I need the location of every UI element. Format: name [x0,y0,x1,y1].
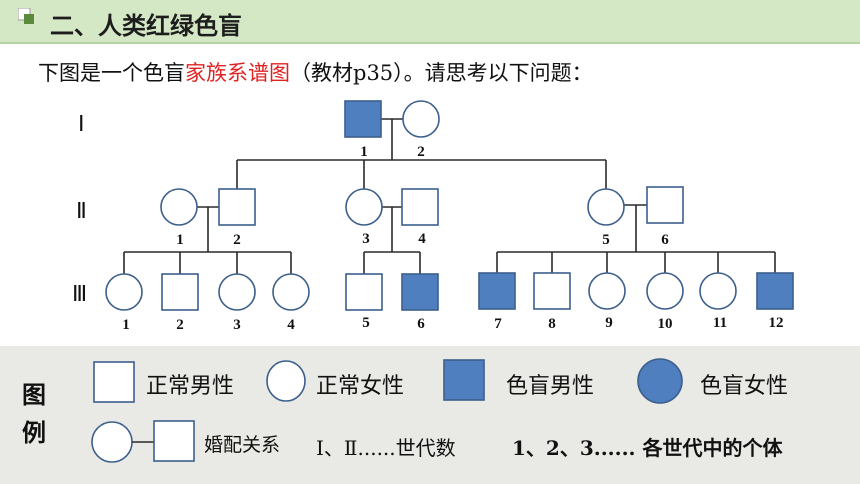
gen3-individual-6-male-affected [401,273,439,311]
section-header: 二、人类红绿色盲 [0,0,860,44]
pedigree-nodes [105,100,794,311]
gen2-number-3: 3 [362,231,370,247]
gen2-number-4: 4 [418,231,426,247]
legend-marriage: 婚配关系 [204,434,281,456]
gen3-individual-11-female [699,272,737,310]
gen3-individual-7-male-affected [478,272,516,310]
gen1-number-1: 1 [360,144,368,160]
pedigree-lines [123,118,776,274]
legend-generations-note: Ⅰ、Ⅱ......世代数 [316,436,456,460]
gen3-number-5: 5 [362,315,370,331]
legend-normal-male: 正常男性 [146,374,235,399]
bullet-squares-icon [18,8,34,24]
gen3-number-7: 7 [494,316,502,332]
gen3-number-12: 12 [769,315,784,331]
generation-label-1: Ⅰ [78,111,85,136]
legend-normal-female: 正常女性 [316,374,405,399]
legend-title: 图例 [22,376,48,452]
gen2-individual-4-male [401,188,439,226]
legend-affected-female: 色盲女性 [700,374,789,399]
gen3-individual-5-male [345,273,383,311]
gen3-number-9: 9 [605,315,613,331]
gen1-number-2: 2 [417,144,425,160]
gen2-number-6: 6 [661,232,669,248]
legend-affected-male: 色盲男性 [506,374,595,399]
legend-title-char: 例 [22,419,46,447]
gen3-individual-2-male [161,273,199,311]
intro-before: 下图是一个色盲 [38,61,185,85]
gen3-number-10: 10 [658,316,673,332]
section-title: 二、人类红绿色盲 [50,12,242,40]
legend-title-char: 图 [22,381,46,409]
normal-male-symbol [93,361,135,403]
gen3-individual-8-male [533,272,571,310]
normal-female-symbol [266,360,306,402]
generation-label-2: Ⅱ [76,198,87,223]
gen2-number-2: 2 [233,232,241,248]
gen3-number-2: 2 [176,317,184,333]
gen1-individual-1-male-affected [344,100,382,138]
gen3-number-6: 6 [417,316,425,332]
gen3-number-4: 4 [287,317,295,333]
gen3-individual-4-female [272,273,310,311]
gen3-individual-3-female [218,273,256,311]
gen2-individual-5-female [587,188,625,226]
gen2-individual-2-male [218,188,256,226]
gen3-individual-9-female [588,272,626,310]
gen2-number-5: 5 [602,232,610,248]
legend-individuals-note: 1、2、3...... 各世代中的个体 [512,436,783,460]
gen3-individual-10-female [646,272,684,310]
legend-panel: 图例 正常男性 正常女性 色盲男性 色盲女性 婚配关系 Ⅰ、Ⅱ......世代数… [0,346,860,484]
marriage-female-symbol [91,421,133,463]
legend-title-text: 图例 [22,376,48,452]
intro-after: （教材p35）。请思考以下问题： [290,61,593,85]
gen3-number-11: 11 [713,315,727,331]
gen3-number-8: 8 [548,316,556,332]
affected-female-symbol [637,358,683,404]
gen3-individual-1-female [105,273,143,311]
gen3-number-1: 1 [122,317,130,333]
gen3-individual-12-male-affected [756,272,794,310]
marriage-male-symbol [153,420,195,462]
gen1-individual-2-female [402,100,440,138]
generation-label-3: Ⅲ [72,281,87,306]
gen2-individual-6-male [646,186,684,224]
legend-symbols [91,358,683,463]
gen3-number-3: 3 [233,317,241,333]
gen2-individual-1-female [160,188,198,226]
intro-highlight: 家族系谱图 [185,61,290,85]
affected-male-symbol [443,359,485,401]
gen2-individual-3-female [345,188,383,226]
gen2-number-1: 1 [176,232,184,248]
intro-text: 下图是一个色盲家族系谱图（教材p35）。请思考以下问题： [38,57,593,87]
